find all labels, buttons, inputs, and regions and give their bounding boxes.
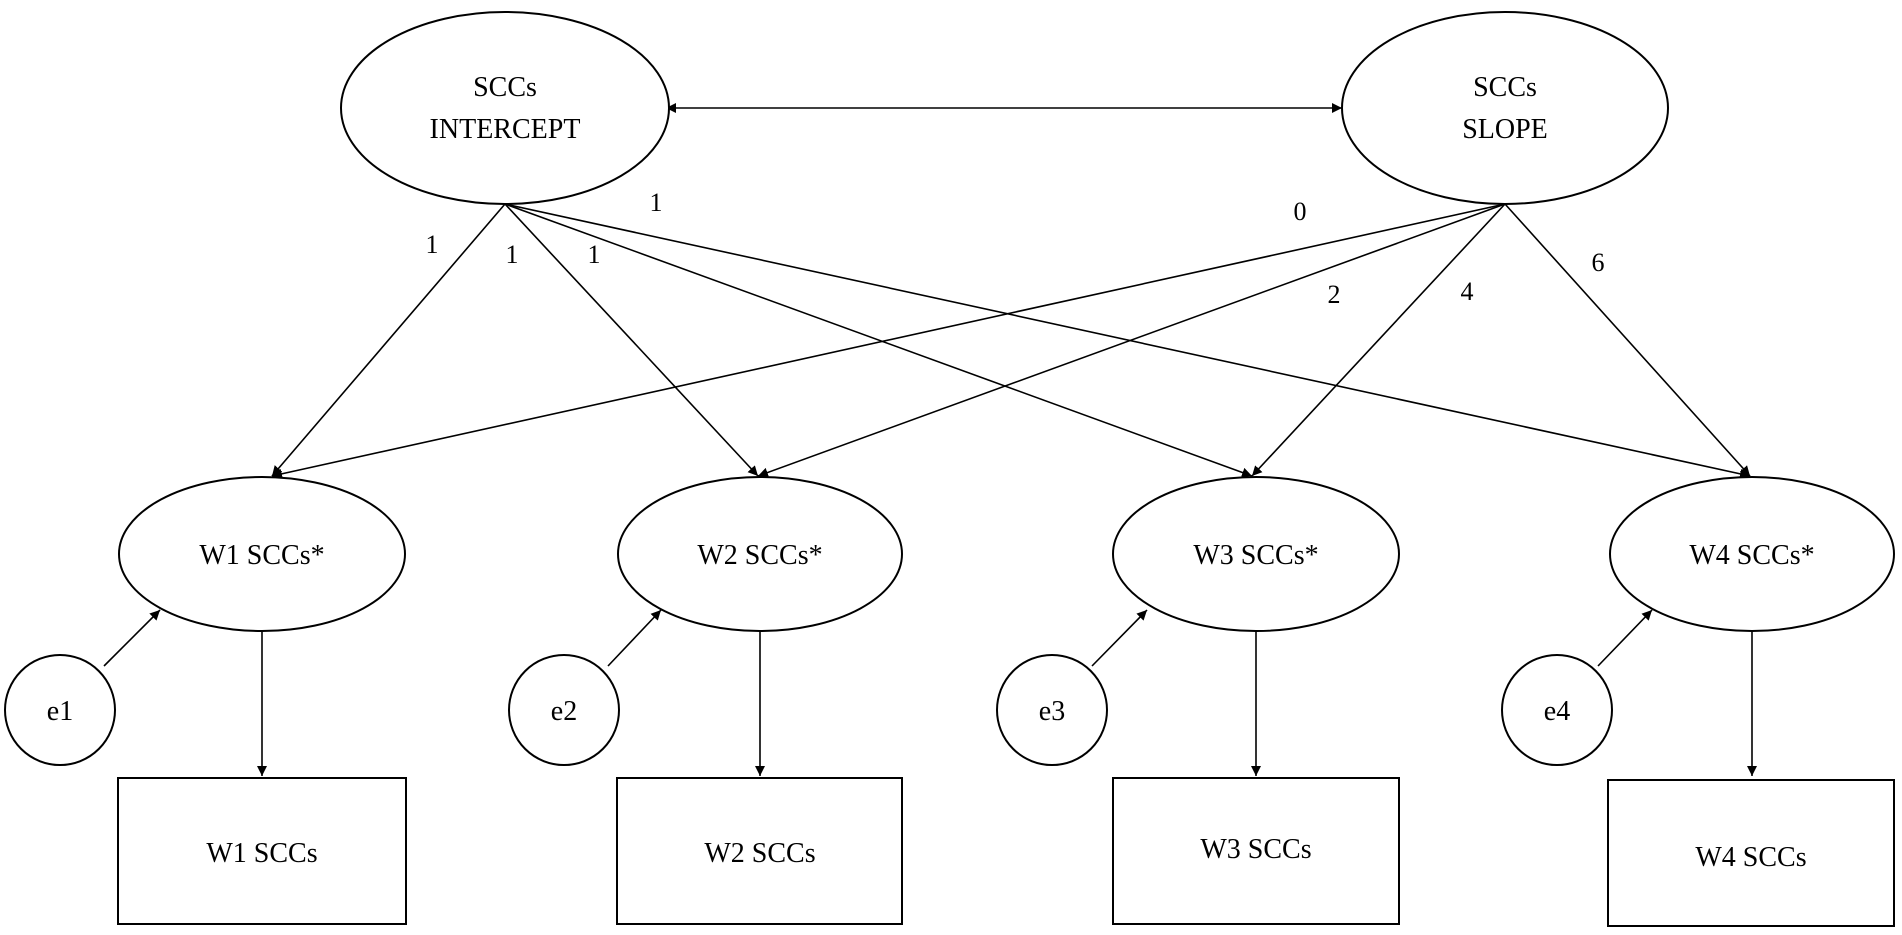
e3-to-w3-arrow	[1091, 609, 1148, 667]
slope-loading-w3-label: 4	[1461, 277, 1474, 306]
observed-indicator-label: W4 SCCs	[1695, 842, 1806, 873]
slope-to-w2-arrow	[757, 203, 1506, 478]
slope-factor-label-line2: SLOPE	[1462, 114, 1548, 145]
wave-factor-label: W2 SCCs*	[697, 540, 822, 571]
intercept-loading-w3-label: 1	[588, 240, 601, 269]
loading-labels: 1 1 1 1 0 2 4 6	[426, 188, 1605, 309]
error-term-e1: e1	[4, 654, 116, 766]
error-term-e2: e2	[508, 654, 620, 766]
observed-indicator-w3: W3 SCCs	[1112, 777, 1400, 925]
e1-to-w1-arrow	[103, 609, 161, 667]
intercept-factor-label-line2: INTERCEPT	[430, 114, 581, 145]
intercept-factor-node: SCCs INTERCEPT	[340, 11, 670, 205]
observed-indicator-w2: W2 SCCs	[616, 777, 903, 925]
observed-indicator-w4: W4 SCCs	[1607, 779, 1895, 927]
wave-factor-label: W4 SCCs*	[1689, 540, 1814, 571]
slope-factor-label-line1: SCCs	[1473, 72, 1537, 103]
wave-factor-node-w4: W4 SCCs*	[1609, 476, 1895, 632]
e4-to-w4-arrow	[1597, 609, 1653, 667]
intercept-loading-w2-label: 1	[506, 240, 519, 269]
slope-loading-w2-label: 2	[1328, 280, 1341, 309]
error-term-label: e2	[551, 696, 577, 727]
e2-to-w2-arrow	[607, 609, 662, 667]
error-term-e4: e4	[1501, 654, 1613, 766]
wave-factor-node-w2: W2 SCCs*	[617, 476, 903, 632]
intercept-factor-label-line1: SCCs	[473, 72, 537, 103]
error-term-e3: e3	[996, 654, 1108, 766]
wave-factor-label: W3 SCCs*	[1193, 540, 1318, 571]
error-term-label: e1	[47, 696, 73, 727]
intercept-loading-w1-label: 1	[426, 230, 439, 259]
slope-to-w1-arrow	[271, 203, 1506, 479]
observed-indicator-label: W1 SCCs	[206, 838, 317, 869]
observed-indicator-label: W3 SCCs	[1200, 834, 1311, 865]
intercept-to-w4-arrow	[504, 203, 1751, 479]
intercept-to-w3-arrow	[504, 203, 1253, 478]
wave-factor-label: W1 SCCs*	[199, 540, 324, 571]
error-term-label: e3	[1039, 696, 1065, 727]
slope-to-w4-arrow	[1504, 203, 1751, 477]
slope-to-w3-arrow	[1251, 203, 1506, 477]
slope-loading-w4-label: 6	[1592, 248, 1605, 277]
slope-loading-w1-label: 0	[1294, 197, 1307, 226]
observed-indicator-w1: W1 SCCs	[117, 777, 407, 925]
observed-indicator-label: W2 SCCs	[704, 838, 815, 869]
error-term-label: e4	[1544, 696, 1570, 727]
intercept-to-w1-arrow	[271, 203, 506, 477]
intercept-loading-w4-label: 1	[650, 188, 663, 217]
wave-factor-node-w1: W1 SCCs*	[118, 476, 406, 632]
slope-factor-node: SCCs SLOPE	[1341, 11, 1669, 205]
wave-factor-node-w3: W3 SCCs*	[1112, 476, 1400, 632]
intercept-to-w2-arrow	[504, 203, 759, 477]
edges	[103, 103, 1757, 776]
